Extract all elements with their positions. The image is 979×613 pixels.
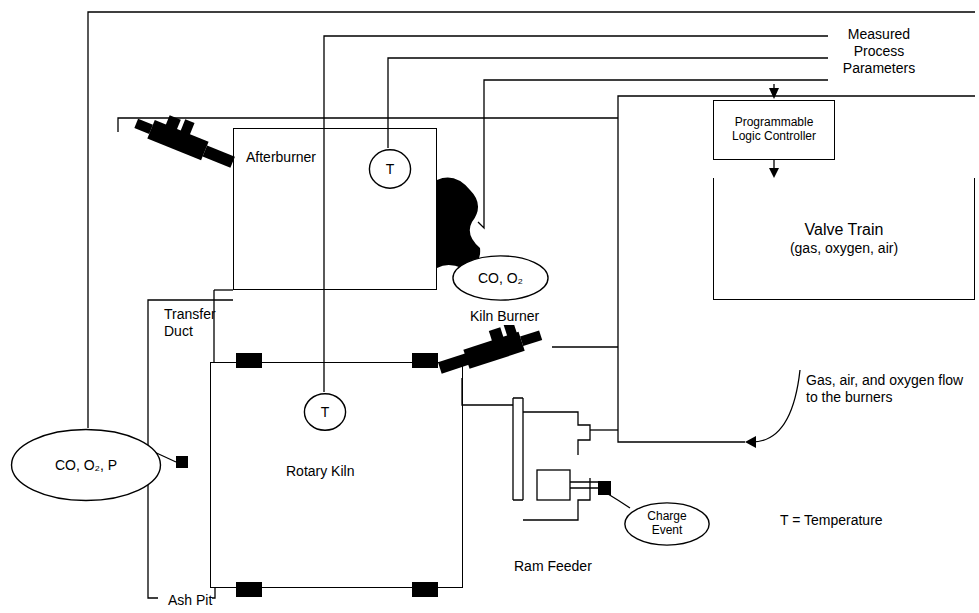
flame	[437, 178, 480, 268]
ash-pit-bracket	[148, 300, 233, 598]
ram-rod	[570, 482, 598, 488]
event-lead	[608, 494, 630, 508]
transfer-duct	[213, 290, 214, 362]
ram-housing	[523, 412, 590, 520]
charge-sensor	[598, 481, 611, 495]
node-title: T	[386, 161, 395, 177]
feed-chute	[462, 378, 513, 405]
ram-gate	[513, 398, 523, 500]
transfer-duct	[214, 289, 233, 290]
control-wire	[552, 346, 618, 347]
signal-wire	[388, 58, 828, 148]
control-wire	[590, 429, 618, 430]
flow-arrow	[752, 370, 800, 442]
sensor-circle: T	[304, 393, 346, 431]
part-label: Ash Pit	[168, 592, 212, 609]
part-label: Transfer Duct	[164, 306, 212, 340]
arrowhead	[769, 88, 779, 99]
signal-wire	[88, 12, 975, 428]
kiln-tyre	[236, 582, 262, 597]
node-title: Rotary Kiln	[286, 463, 354, 479]
afterburner-box: AfterburnerT	[233, 128, 437, 290]
node-title: Valve Train	[805, 221, 884, 239]
signal-wire	[478, 80, 828, 228]
kiln-tyre	[236, 353, 262, 368]
node-body: (gas, oxygen, air)	[790, 240, 898, 256]
node-title: Charge Event	[641, 510, 693, 538]
sensor-circle: CO, O₂, P	[10, 428, 162, 502]
kiln-box: Rotary Kiln T	[210, 362, 463, 588]
event-circle: Charge Event	[624, 502, 710, 546]
flow-arrow	[769, 160, 779, 178]
node-title: T	[321, 404, 330, 420]
signal-wire	[324, 36, 828, 392]
controller-box: Programmable Logic Controller	[713, 100, 835, 160]
legend-note: T = Temperature	[780, 512, 883, 529]
part-label: Ram Feeder	[514, 558, 592, 575]
sensor-port	[176, 456, 188, 468]
parameters-label: Measured Process Parameters	[838, 26, 920, 76]
arrowhead	[745, 436, 756, 448]
node-title: Afterburner	[246, 149, 316, 165]
control-wire	[618, 96, 975, 442]
kiln-tyre	[412, 353, 438, 368]
part-label: Kiln Burner	[470, 308, 539, 325]
node-title: Programmable Logic Controller	[724, 116, 824, 144]
sensor-circle: T	[369, 149, 411, 189]
node-title: CO, O₂	[478, 270, 523, 286]
kiln-tyre	[412, 582, 438, 597]
node-title: CO, O₂, P	[55, 457, 117, 473]
sensor-circle: CO, O₂	[452, 255, 549, 301]
valve-train-box: Valve Train(gas, oxygen, air)	[713, 178, 975, 300]
ram-piston	[537, 470, 570, 500]
afterburner-burner	[132, 103, 240, 172]
flow-note: Gas, air, and oxygen flow to the burners	[806, 372, 966, 406]
